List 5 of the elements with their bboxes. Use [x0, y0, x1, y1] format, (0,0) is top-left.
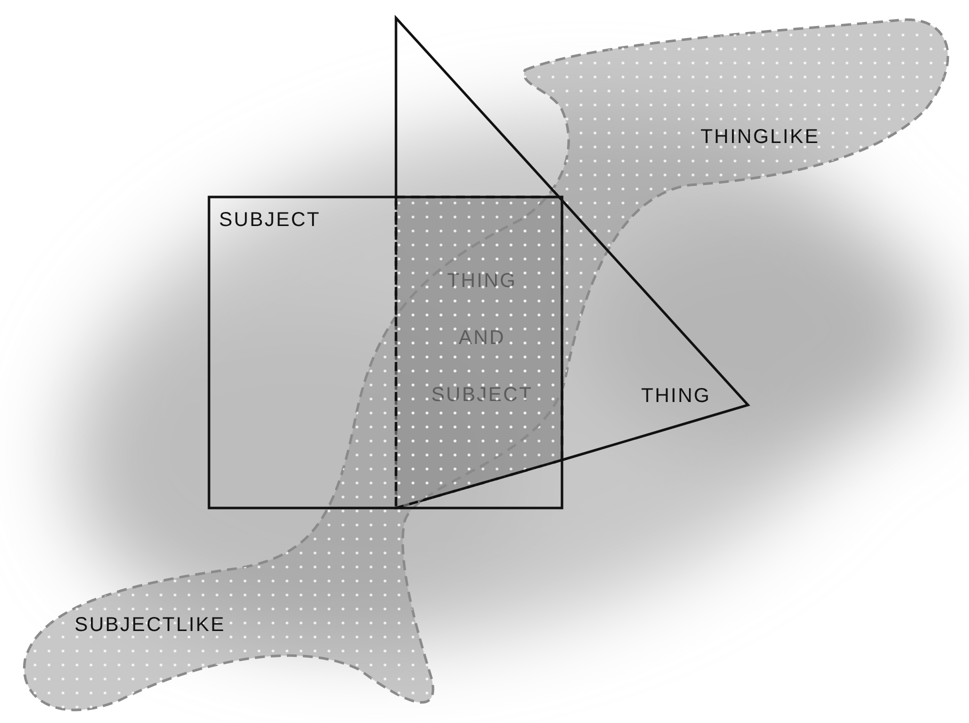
region-label: THING AND SUBJECT — [430, 269, 534, 408]
region-label: SUBJECT — [219, 208, 322, 233]
region-label: THINGLIKE — [699, 125, 821, 150]
region-label: THING — [640, 384, 712, 409]
region-label: SUBJECTLIKE — [74, 613, 226, 638]
